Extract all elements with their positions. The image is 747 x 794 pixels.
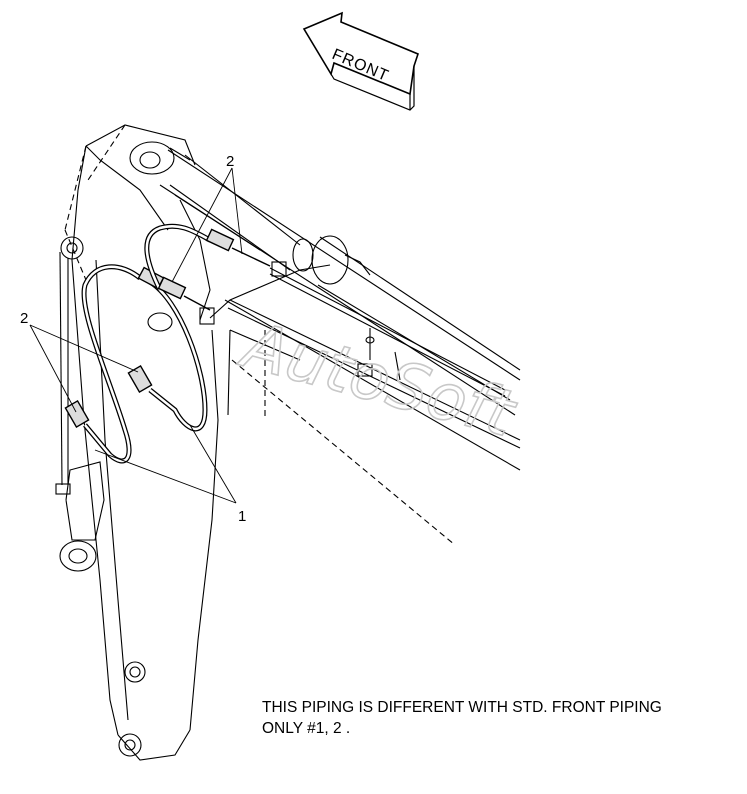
callout-1: 1 xyxy=(238,508,246,525)
callout-2-upper: 2 xyxy=(226,153,234,170)
hose-2 xyxy=(144,223,271,311)
callout-2-left: 2 xyxy=(20,310,28,327)
note-line-1: THIS PIPING IS DIFFERENT WITH STD. FRONT… xyxy=(262,699,662,716)
front-direction-arrow: FRONT xyxy=(302,11,419,111)
steel-pipes xyxy=(199,261,521,449)
arm-cylinder xyxy=(55,236,105,572)
note-line-2: ONLY #1, 2 . xyxy=(262,720,351,737)
boom-structure xyxy=(64,124,521,761)
piping-note: THIS PIPING IS DIFFERENT WITH STD. FRONT… xyxy=(262,697,747,739)
leader-lines xyxy=(29,167,243,504)
